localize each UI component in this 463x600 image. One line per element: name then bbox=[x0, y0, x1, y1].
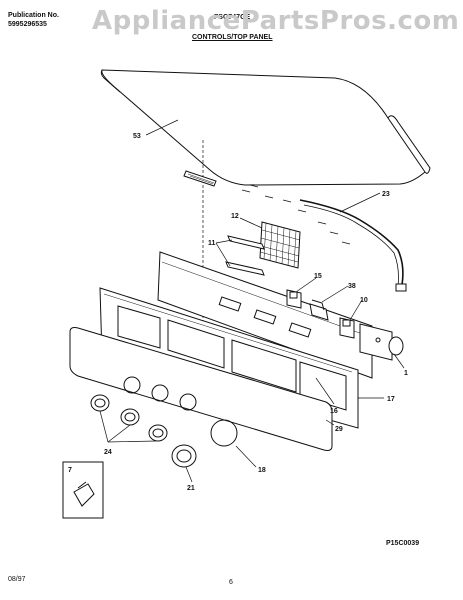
ribbon-connector-part bbox=[183, 170, 217, 187]
figure-code: P15C0039 bbox=[386, 540, 420, 547]
callout-10: 10 bbox=[360, 297, 368, 304]
pcb-grid-part bbox=[259, 221, 301, 269]
switch-38-part bbox=[309, 299, 329, 321]
callout-24: 24 bbox=[104, 449, 112, 456]
callout-29: 29 bbox=[335, 426, 343, 433]
callout-18: 18 bbox=[258, 467, 266, 474]
leader-lines bbox=[99, 119, 405, 483]
callout-16: 16 bbox=[330, 408, 338, 415]
callout-7: 7 bbox=[68, 467, 72, 474]
callout-11: 11 bbox=[208, 240, 216, 247]
publication-label: Publication No. bbox=[8, 12, 59, 19]
callout-1: 1 bbox=[404, 370, 408, 377]
page-number: 6 bbox=[229, 579, 233, 586]
wire-harness-part bbox=[299, 199, 407, 292]
callout-53: 53 bbox=[133, 133, 141, 140]
knob-part bbox=[90, 394, 168, 442]
callout-38: 38 bbox=[348, 283, 356, 290]
switch-10-part bbox=[339, 317, 355, 339]
callout-12: 12 bbox=[231, 213, 239, 220]
publication-number: 5995296535 bbox=[8, 21, 47, 28]
bracket-part bbox=[225, 235, 265, 276]
timer-part bbox=[359, 323, 404, 361]
front-overlay-panel-part bbox=[69, 327, 333, 451]
top-panel-part bbox=[100, 69, 431, 186]
section-title: CONTROLS/TOP PANEL bbox=[192, 34, 273, 41]
harness-pins bbox=[241, 184, 351, 245]
callout-21: 21 bbox=[187, 485, 195, 492]
callout-23: 23 bbox=[382, 191, 390, 198]
watermark: AppliancePartsPros.com bbox=[92, 6, 460, 36]
inset-detail-box bbox=[62, 461, 104, 519]
model-number: FSG747GE bbox=[214, 14, 251, 21]
callout-15: 15 bbox=[314, 273, 322, 280]
switch-15-part bbox=[286, 289, 302, 309]
large-knob-part bbox=[171, 444, 197, 468]
callout-17: 17 bbox=[387, 396, 395, 403]
back-console-plate bbox=[157, 251, 373, 379]
footer-date: 08/97 bbox=[8, 576, 26, 583]
